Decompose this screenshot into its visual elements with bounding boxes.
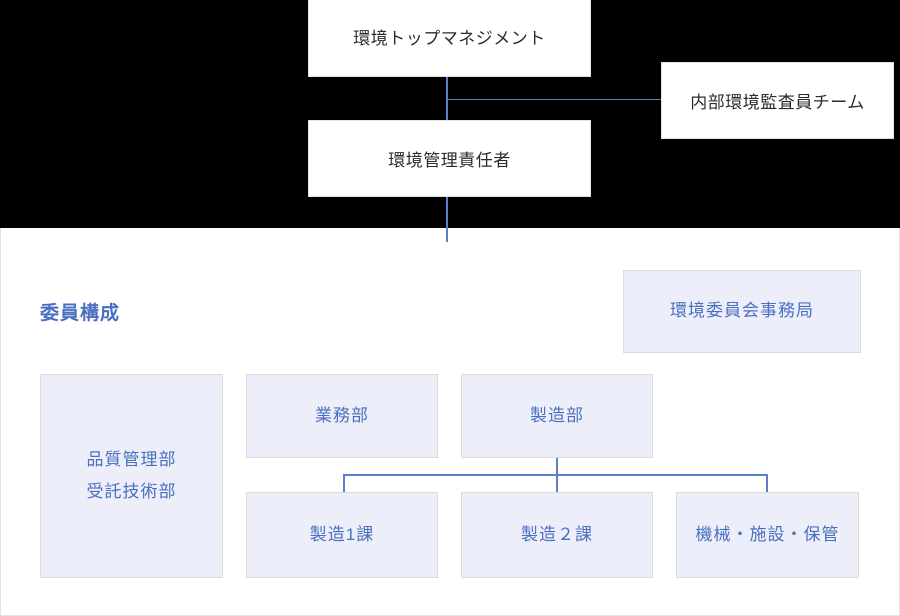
box-manufacturing-section-1-label: 製造1課 bbox=[309, 524, 375, 544]
connector-top-management-vertical bbox=[446, 77, 448, 120]
box-contract-technology-label: 受託技術部 bbox=[86, 482, 177, 501]
box-manufacturing-section-2: 製造２課 bbox=[461, 492, 653, 578]
connector-drop-manufacturing-section-1 bbox=[343, 474, 345, 492]
box-business-department-label: 業務部 bbox=[315, 405, 369, 425]
connector-drop-machine-facility bbox=[766, 474, 768, 492]
box-quality-control-and-contract-technology: 品質管理部 受託技術部 bbox=[40, 374, 223, 578]
box-business-department: 業務部 bbox=[246, 374, 438, 458]
connector-drop-manufacturing-section-2 bbox=[556, 474, 558, 492]
box-environmental-committee-secretariat: 環境委員会事務局 bbox=[623, 270, 861, 353]
connector-manufacturing-down bbox=[556, 458, 558, 475]
box-manufacturing-section-1: 製造1課 bbox=[246, 492, 438, 578]
box-internal-audit-team: 内部環境監査員チーム bbox=[661, 62, 894, 139]
box-machine-facility-storage-label: 機械・施設・保管 bbox=[695, 524, 840, 544]
box-environmental-management-representative: 環境管理責任者 bbox=[308, 120, 591, 197]
box-manufacturing-department: 製造部 bbox=[461, 374, 653, 458]
box-top-management: 環境トップマネジメント bbox=[308, 0, 591, 77]
box-environmental-management-representative-label: 環境管理責任者 bbox=[388, 151, 511, 170]
connector-manufacturing-horizontal-bar bbox=[343, 474, 768, 476]
connector-audit-team-horizontal bbox=[446, 99, 662, 100]
box-internal-audit-team-label: 内部環境監査員チーム bbox=[690, 93, 865, 112]
connector-into-committee-panel bbox=[446, 228, 448, 242]
box-quality-control-label: 品質管理部 bbox=[86, 449, 177, 469]
box-environmental-committee-secretariat-label: 環境委員会事務局 bbox=[670, 301, 814, 321]
connector-management-rep-down bbox=[446, 197, 448, 228]
box-top-management-label: 環境トップマネジメント bbox=[353, 29, 546, 48]
committee-composition-heading: 委員構成 bbox=[40, 303, 121, 324]
box-manufacturing-section-2-label: 製造２課 bbox=[521, 524, 593, 544]
box-manufacturing-department-label: 製造部 bbox=[530, 405, 584, 425]
box-machine-facility-storage: 機械・施設・保管 bbox=[676, 492, 859, 578]
